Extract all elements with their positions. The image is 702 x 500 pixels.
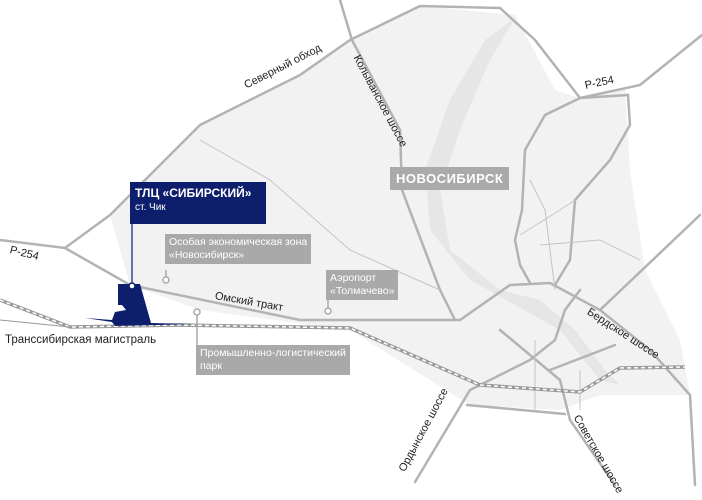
- road-label-transsib: Транссибирская магистраль: [5, 334, 157, 346]
- road-r254-right: [578, 33, 702, 100]
- road-ordyn: [413, 288, 582, 484]
- park-marker-icon: [193, 308, 201, 316]
- site-marker-icon: [128, 282, 136, 290]
- city-label: НОВОСИБИРСК: [390, 167, 510, 190]
- road-severny: [0, 4, 582, 250]
- poi-park-line2: парк: [200, 360, 222, 372]
- road-cross: [465, 403, 567, 416]
- road-east: [598, 213, 702, 312]
- road-inner: [513, 96, 582, 285]
- road-kolyvan: [338, 0, 457, 322]
- site-footprint: [85, 284, 195, 326]
- railway: [0, 298, 686, 394]
- road-ring: [553, 93, 632, 287]
- airport-marker-icon: [324, 307, 332, 315]
- road-south: [548, 343, 617, 372]
- poi-sez-line2: «Новосибирск»: [169, 249, 245, 261]
- poi-sez-line1: Особая экономическая зона: [169, 236, 308, 248]
- poi-airport-line2: «Толмачево»: [330, 285, 395, 297]
- poi-sez[interactable]: Особая экономическая зона «Новосибирск»: [165, 234, 312, 264]
- site-title: ТЛЦ «СИБИРСКИЙ»: [135, 186, 252, 200]
- road-sovet: [498, 328, 617, 487]
- site-label[interactable]: ТЛЦ «СИБИРСКИЙ» ст. Чик: [130, 182, 266, 224]
- poi-park-line1: Промышленно-логистический: [200, 347, 346, 359]
- poi-airport[interactable]: Аэропорт «Толмачево»: [326, 270, 399, 300]
- poi-airport-line1: Аэропорт: [330, 272, 377, 284]
- sez-marker-icon: [162, 276, 170, 284]
- site-subtitle: ст. Чик: [135, 202, 166, 213]
- poi-park[interactable]: Промышленно-логистический парк: [196, 345, 350, 375]
